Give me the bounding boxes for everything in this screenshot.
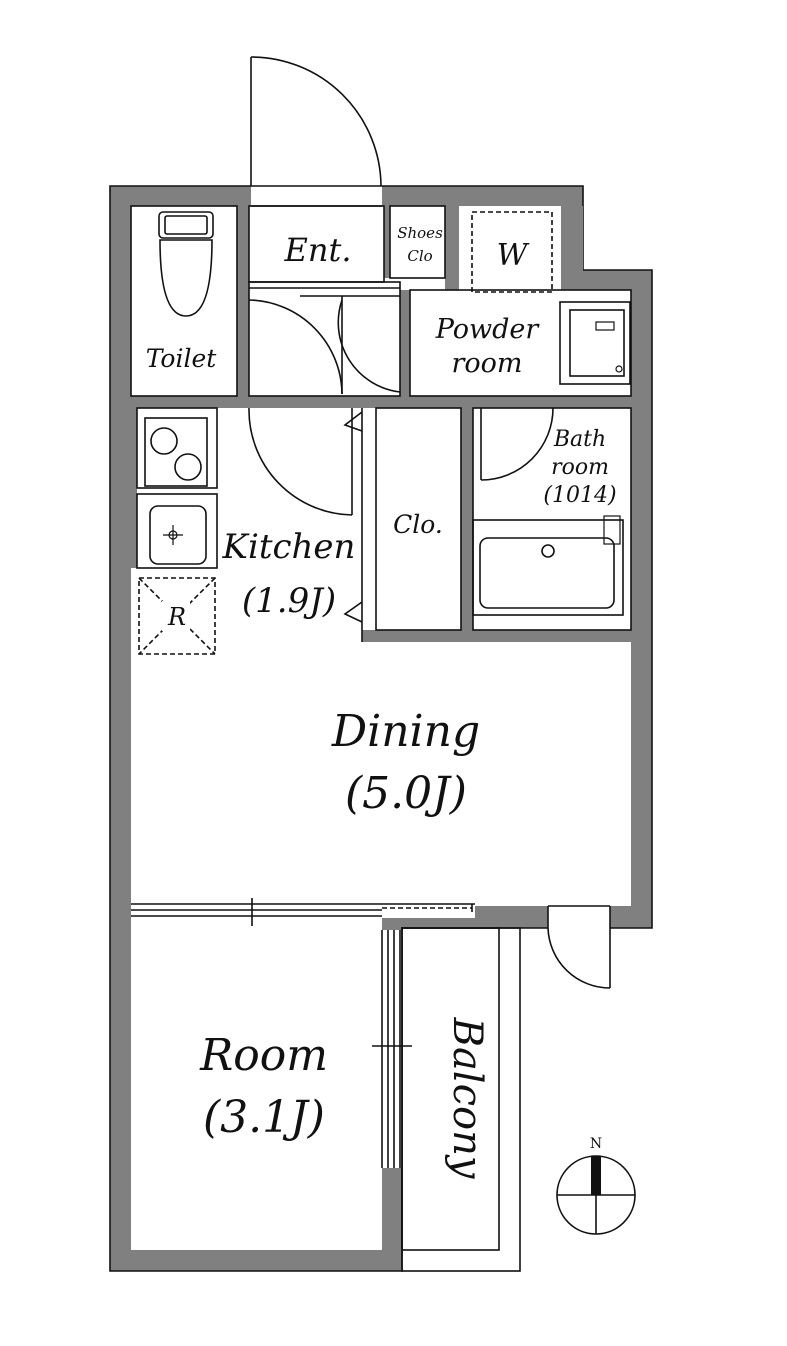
bath-label-2: room: [551, 455, 609, 480]
balcony: [401, 927, 521, 1272]
room-size-label: (3.1J): [203, 1092, 325, 1143]
shoes-closet-label-2: Clo: [407, 247, 432, 265]
partition-toilet: [237, 206, 249, 398]
washbasin: [559, 301, 631, 385]
bathtub: [472, 515, 624, 616]
washer-label: W: [497, 238, 530, 273]
shoes-closet-label-1: Shoes: [397, 224, 443, 242]
north-label: N: [590, 1136, 602, 1152]
kitchen-label: Kitchen: [222, 527, 356, 567]
stove: [136, 407, 218, 489]
partition-mid: [131, 396, 631, 408]
compass: N: [556, 1136, 636, 1235]
kitchen-sink: [136, 493, 218, 569]
balcony-label: Balcony: [444, 1017, 490, 1180]
toilet-label: Toilet: [146, 344, 218, 373]
hall-door[interactable]: [248, 296, 401, 395]
powder-label-1: Powder: [435, 314, 541, 345]
partition-bath: [461, 408, 473, 642]
washer-space: [471, 211, 553, 293]
refrigerator-space: [138, 577, 216, 655]
balcony-door[interactable]: [547, 905, 611, 989]
entrance-label: Ent.: [284, 231, 352, 269]
refrigerator-label: R: [167, 603, 186, 631]
powder-label-2: room: [451, 348, 522, 379]
bath-door[interactable]: [480, 407, 554, 481]
bath-label-1: Bath: [553, 427, 606, 452]
closet-label: Clo.: [393, 510, 443, 539]
toilet-fixture: [158, 211, 214, 317]
dining-room-sliding-door[interactable]: [131, 898, 475, 926]
kitchen-door[interactable]: [248, 407, 353, 516]
dining-size-label: (5.0J): [345, 768, 467, 819]
dining-label: Dining: [331, 706, 480, 757]
room-label: Room: [199, 1030, 328, 1081]
bath-size-label: (1014): [543, 483, 616, 508]
entrance-door[interactable]: [250, 56, 382, 187]
north-needle-icon: [591, 1156, 601, 1195]
kitchen-size-label: (1.9J): [242, 581, 336, 621]
room-window[interactable]: [372, 930, 412, 1168]
